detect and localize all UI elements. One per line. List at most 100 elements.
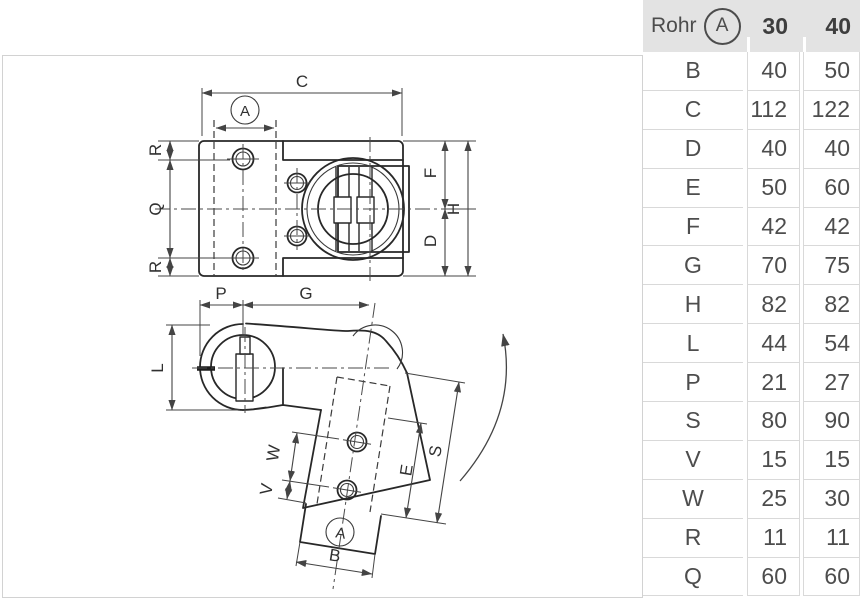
right-ring-inner — [352, 324, 404, 370]
value-30: 80 — [747, 402, 800, 441]
body-bottom-edge — [242, 367, 322, 411]
dim-line-s — [434, 381, 462, 524]
value-30: 15 — [747, 440, 800, 480]
bolt-slot — [333, 196, 352, 224]
dim-label-a: A — [240, 103, 250, 120]
centerlines — [155, 137, 448, 281]
arm-holes — [332, 431, 372, 501]
dim-label-r-bottom: R — [146, 261, 165, 273]
value-40: 11 — [803, 518, 860, 558]
dim-label-q: Q — [146, 202, 165, 215]
row-label: S — [643, 402, 743, 441]
dim-label-r-top: R — [146, 144, 165, 156]
dim-label-d: D — [421, 235, 440, 247]
dim-line-w — [287, 432, 300, 482]
value-30: 40 — [747, 52, 800, 91]
dim-label-h: H — [444, 203, 463, 215]
drawing-area: C A R Q R F H D — [2, 55, 643, 598]
row-label: E — [643, 169, 743, 208]
row-label: B — [643, 52, 743, 91]
table-header-label: Rohr A — [643, 7, 743, 45]
hidden-pipe-edges — [213, 120, 277, 276]
value-40: 40 — [803, 129, 860, 169]
dim-line-e — [404, 422, 423, 519]
row-label: C — [643, 91, 743, 130]
bolt-slot — [356, 196, 375, 224]
swing-arc — [459, 333, 510, 482]
arm-end — [299, 503, 382, 555]
body-top-edge — [245, 322, 408, 374]
dim-label-l: L — [148, 363, 167, 372]
row-label: R — [643, 519, 743, 558]
value-40: 75 — [803, 246, 860, 286]
centerlines-bottom — [192, 302, 390, 590]
value-40: 60 — [803, 168, 860, 208]
dim-line-v — [284, 480, 293, 500]
bottom-view: P G L W V E S B — [148, 284, 510, 590]
dim-label-c: C — [296, 72, 308, 91]
circled-a-symbol: A — [703, 7, 741, 45]
symbol-a-circle — [230, 95, 260, 125]
dim-label-p: P — [215, 284, 226, 303]
value-40: 15 — [803, 440, 860, 480]
row-label: W — [643, 480, 743, 519]
value-40: 50 — [803, 52, 860, 91]
value-30: 42 — [747, 207, 800, 247]
table-header: Rohr A 30 40 — [643, 0, 860, 52]
value-30: 25 — [747, 479, 800, 519]
symbol-a-circle-bottom — [325, 517, 355, 547]
header-separator — [803, 37, 806, 52]
value-30: 40 — [747, 129, 800, 169]
value-40: 122 — [803, 90, 860, 130]
clamp-bolts — [335, 167, 373, 251]
dim-label-f: F — [421, 168, 440, 178]
dim-label-g: G — [299, 284, 312, 303]
value-40: 90 — [803, 402, 860, 441]
header-separator — [747, 37, 750, 52]
row-label: P — [643, 363, 743, 403]
dim-label-b: B — [328, 545, 342, 566]
value-40: 60 — [803, 557, 860, 597]
row-label: H — [643, 285, 743, 325]
row-label: G — [643, 246, 743, 286]
value-40: 30 — [803, 479, 860, 519]
value-30: 112 — [747, 90, 800, 130]
row-label: V — [643, 441, 743, 480]
value-30: 60 — [747, 557, 800, 597]
value-30: 70 — [747, 246, 800, 286]
dim-label-e: E — [396, 463, 417, 477]
top-view: C A R Q R F H D — [146, 72, 476, 281]
row-label: D — [643, 130, 743, 169]
row-label: L — [643, 324, 743, 364]
column-header-40: 40 — [825, 12, 851, 39]
dim-label-a-bottom: A — [334, 524, 347, 542]
value-30: 44 — [747, 324, 800, 364]
value-40: 27 — [803, 363, 860, 403]
row-label: Q — [643, 558, 743, 597]
value-30: 82 — [747, 285, 800, 325]
flange-edges — [282, 140, 404, 277]
value-40: 82 — [803, 285, 860, 325]
value-40: 42 — [803, 207, 860, 247]
dim-label-v: V — [256, 481, 277, 496]
value-30: 21 — [747, 363, 800, 403]
value-30: 50 — [747, 168, 800, 208]
rohr-label: Rohr — [651, 14, 697, 37]
dim-label-s: S — [425, 444, 446, 458]
